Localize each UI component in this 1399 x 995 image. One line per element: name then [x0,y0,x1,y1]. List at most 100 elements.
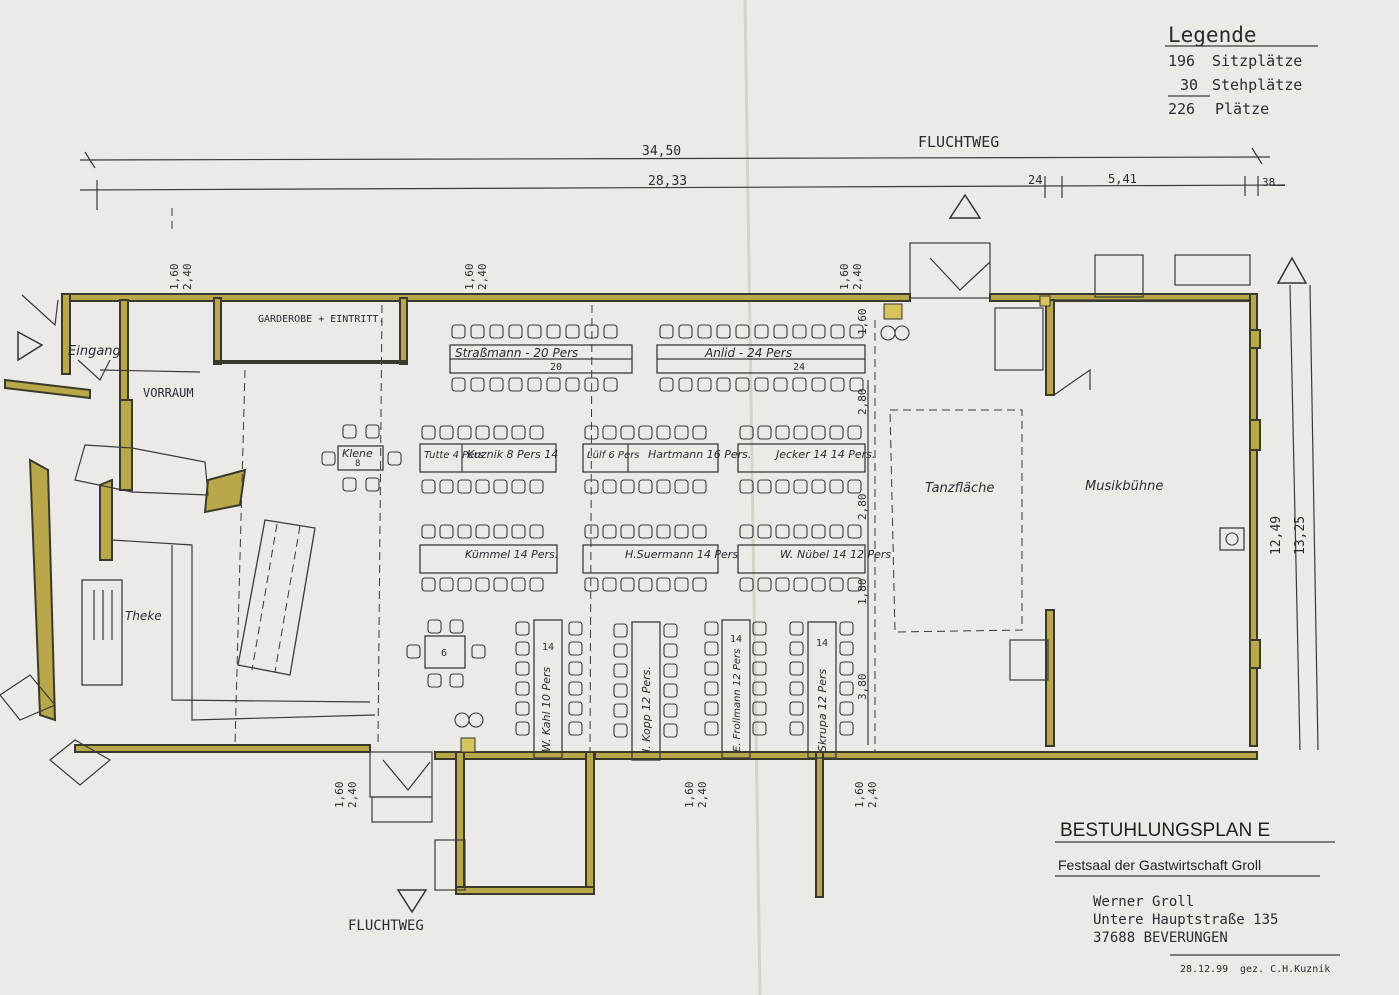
chair [839,701,854,716]
overall-dimension-line [79,156,1271,161]
wall-pillar [1249,329,1261,349]
chair [475,524,490,539]
chair [789,621,804,636]
table-klene-label: Klene [342,447,373,460]
chair [515,721,530,736]
stair-exit-left [1094,254,1144,298]
chair [475,577,490,592]
table-lulf-hartmann [582,443,719,473]
inner-wall [99,369,201,373]
stage-stair-detail [1053,368,1091,396]
chair [775,577,790,592]
chair [457,524,472,539]
legend-seats-count: 196 [1168,52,1195,70]
chair [789,721,804,736]
chair [752,621,767,636]
chair [439,577,454,592]
chair [839,681,854,696]
chair [849,324,864,339]
chair [602,524,617,539]
chair [515,701,530,716]
wall-stage-divider-bottom [1045,609,1055,747]
table-round-six-count: 6 [441,648,447,659]
chair [704,621,719,636]
chair [697,377,712,392]
chair [847,524,862,539]
table-klene-count: 8 [355,459,360,469]
door-width-b-label: 2,40 [181,264,194,291]
bar-counter [81,579,123,686]
chair [716,324,731,339]
chair [515,681,530,696]
chair [457,479,472,494]
chair [757,577,772,592]
chair [656,479,671,494]
table-kahl [533,619,563,759]
table-nubel-label: W. Nübel 14 12 Pers [780,548,891,561]
table-kummel-label: Kümmel 14 Pers. [465,548,558,561]
legend-total-count: 226 [1168,100,1195,118]
chair [678,324,693,339]
chair [529,524,544,539]
row-spacing-4: 3,80 [856,674,869,701]
table-round-six [424,635,466,669]
chair [568,641,583,656]
chair [659,377,674,392]
escape-marker-bottom [396,889,428,914]
chair [565,324,580,339]
chair [602,577,617,592]
wall-stair-left [119,399,133,491]
chair [421,577,436,592]
chair [692,425,707,440]
row-spacing-1: 2,80 [856,389,869,416]
chair [754,377,769,392]
stair-southwest [49,739,112,786]
chair [811,377,826,392]
chair [839,621,854,636]
chair [457,577,472,592]
chair [475,479,490,494]
table-kopp [631,621,661,761]
wall-annex-stair [455,751,465,895]
chair [775,524,790,539]
chair [613,663,628,678]
chair [752,701,767,716]
hall-length-label: 28,33 [648,174,687,189]
chair [789,661,804,676]
chair [830,324,845,339]
chair [773,377,788,392]
chair [663,683,678,698]
title-block: BESTUHLUNGSPLAN E Festsaal der Gastwirts… [1055,820,1340,975]
table-jecker [737,443,866,473]
chair [470,377,485,392]
chair [663,623,678,638]
chair [735,324,750,339]
tables: Straßmann - 20 Pers 20 Anlid - 24 Pers 2… [337,344,891,761]
chair [493,479,508,494]
chair [847,577,862,592]
table-strassmann-label: Straßmann - 20 Pers [455,346,578,360]
stage-length-label: 5,41 [1108,172,1137,186]
cloak-counter [214,360,407,364]
table-kahl-label: W. Kahl 10 Pers [540,667,553,752]
chair [692,524,707,539]
chair [508,377,523,392]
chair [839,641,854,656]
chair [704,721,719,736]
depth-inner-label: 12,49 [1269,516,1284,555]
wall-east [1249,293,1258,747]
annex-door [929,257,991,291]
chair [839,721,854,736]
door-width-a-label: 1,60 [463,264,476,291]
legend-seats-label: Sitzplätze [1212,52,1302,70]
chair [674,425,689,440]
chair [471,644,486,659]
plan-date: 28.12.99 [1180,964,1228,975]
table-strassmann-count: 20 [550,362,562,373]
escape-route-bottom-label: FLUCHTWEG [348,918,424,934]
stair-west [0,674,56,721]
stair-exit-right [1174,254,1251,286]
chair [716,377,731,392]
owner-street: Untere Hauptstraße 135 [1093,912,1278,928]
chair [493,577,508,592]
